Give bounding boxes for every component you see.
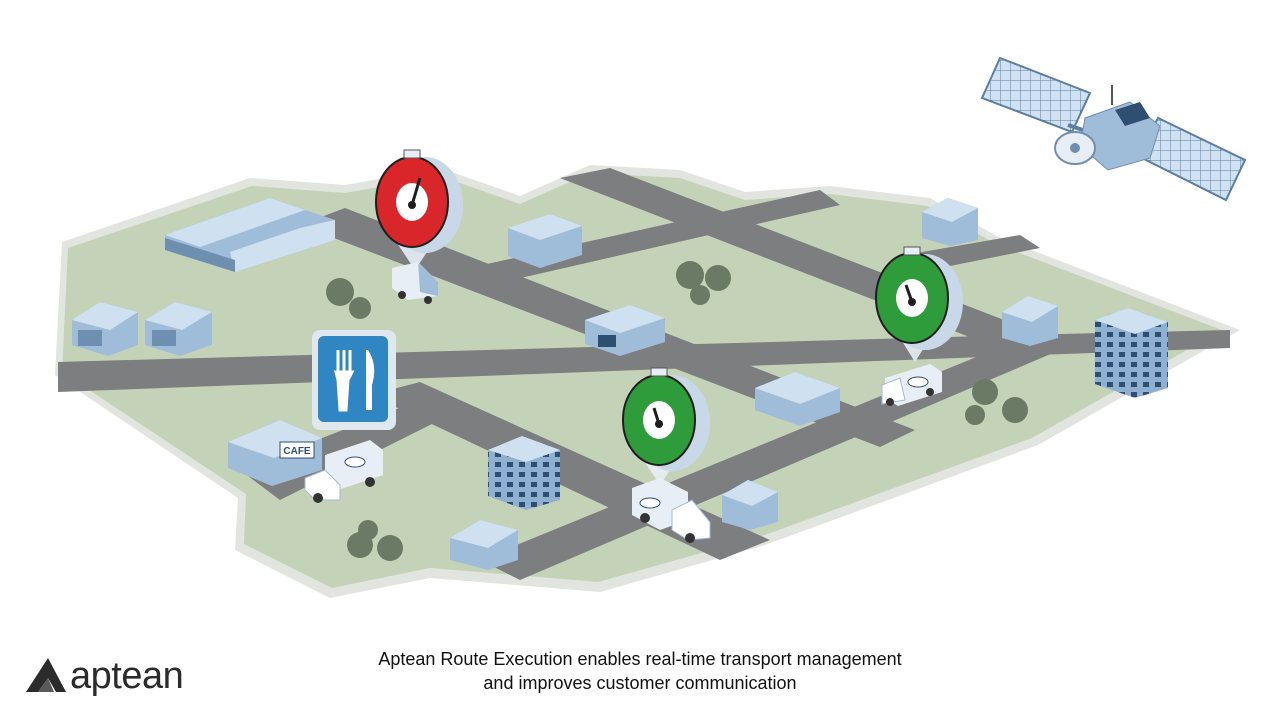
aptean-logo: aptean xyxy=(24,652,184,700)
caption: Aptean Route Execution enables real-time… xyxy=(300,647,980,695)
route-map-illustration: CAFE xyxy=(55,56,1247,598)
tree-icon xyxy=(326,261,1028,561)
delivery-truck-icon xyxy=(881,364,942,406)
caption-line-2: and improves customer communication xyxy=(483,673,797,693)
brand-name: aptean xyxy=(70,655,184,697)
caption-line-1: Aptean Route Execution enables real-time… xyxy=(378,649,902,669)
cafe-building: CAFE xyxy=(228,420,322,486)
van-icon xyxy=(392,262,438,304)
satellite-icon xyxy=(980,56,1247,202)
stopwatch-icon xyxy=(875,246,963,362)
delivery-truck-icon xyxy=(304,440,383,503)
stopwatch-icon xyxy=(375,149,463,270)
stopwatch-icon xyxy=(622,367,710,485)
office-building-icon xyxy=(488,214,1168,510)
cafe-sign: CAFE xyxy=(283,446,311,457)
house-icon xyxy=(72,198,1058,570)
aptean-logo-icon xyxy=(26,658,66,692)
warehouse-icon xyxy=(165,198,335,272)
delivery-truck-icon xyxy=(632,478,711,543)
restaurant-sign-icon xyxy=(312,330,396,430)
